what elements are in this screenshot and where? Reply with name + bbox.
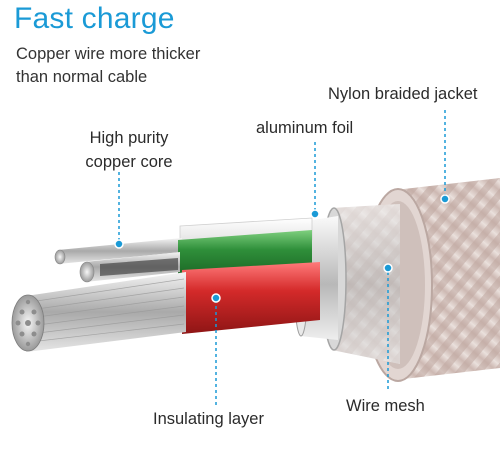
page-title: Fast charge [14, 2, 175, 35]
jacket-callout-label: Nylon braided jacket [328, 85, 478, 103]
red-wire [11, 262, 320, 352]
black-wire [100, 258, 178, 276]
core-callout-line-2: copper core [85, 153, 173, 171]
foil-dot-icon [310, 209, 320, 219]
core-dot-icon [114, 239, 124, 249]
mesh-dot-icon [383, 263, 393, 273]
insulating-callout-label: Insulating layer [153, 410, 264, 428]
subtitle-line-1: Copper wire more thicker [16, 45, 201, 63]
mesh-callout-label: Wire mesh [346, 397, 425, 415]
jacket-dot-icon [440, 194, 450, 204]
core-callout-label: High purity copper core [54, 126, 204, 174]
foil-callout-label: aluminum foil [256, 119, 354, 137]
core-callout-line-1: High purity [89, 129, 169, 147]
subtitle-line-2: than normal cable [16, 68, 148, 86]
subtitle: Copper wire more thicker than normal cab… [16, 43, 200, 89]
insulating-dot-icon [211, 293, 221, 303]
